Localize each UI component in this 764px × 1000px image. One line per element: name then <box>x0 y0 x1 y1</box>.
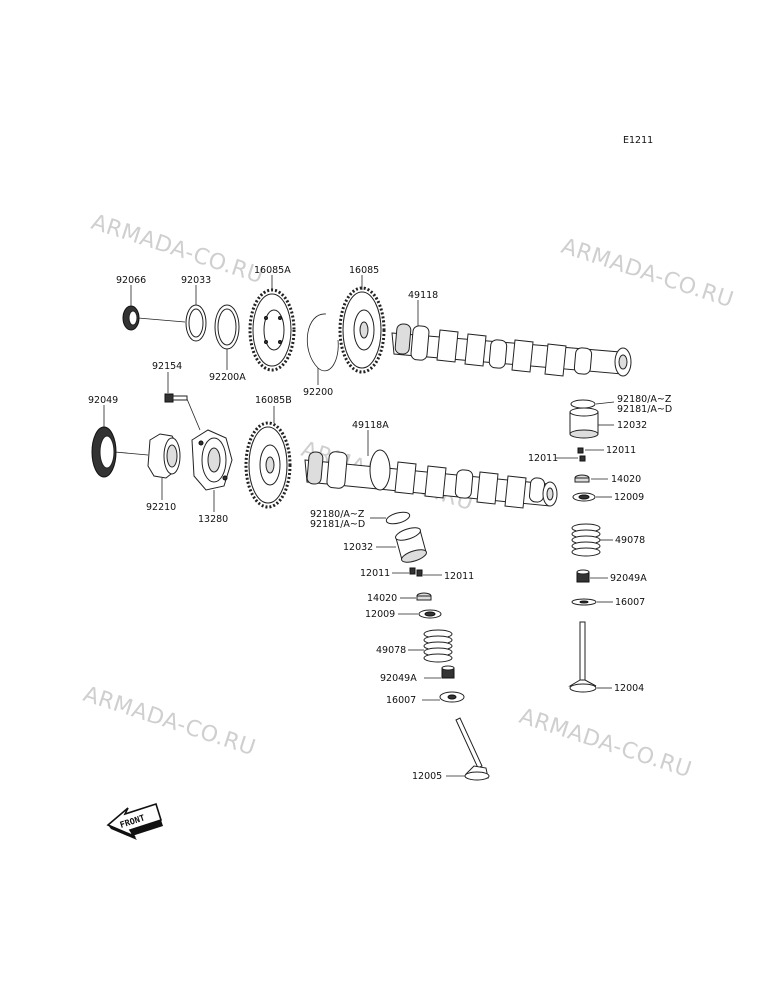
part-92033-ring[interactable] <box>185 304 207 342</box>
label-14020-upper: 14020 <box>611 474 641 485</box>
label-16085: 16085 <box>349 265 379 276</box>
label-12011-lower-right: 12011 <box>444 571 474 582</box>
part-92154-bolt[interactable] <box>164 393 188 403</box>
part-12032-lifter-lower[interactable] <box>394 525 428 565</box>
label-12032-upper: 12032 <box>617 420 647 431</box>
part-92066-seal[interactable] <box>122 305 140 331</box>
label-16007-upper: 16007 <box>615 597 645 608</box>
label-92049A-upper: 92049A <box>610 573 647 584</box>
watermark: ARMADA-CO.RU <box>516 704 695 783</box>
watermark: ARMADA-CO.RU <box>80 682 259 761</box>
label-49118A: 49118A <box>352 420 389 431</box>
label-12011-lower-left: 12011 <box>360 568 390 579</box>
part-92049-seal[interactable] <box>91 426 117 478</box>
part-92049A-seal-lower[interactable] <box>441 665 455 679</box>
part-92180-shim-lower[interactable] <box>385 510 411 526</box>
label-92180-upper: 92180/A~Z <box>617 394 672 405</box>
watermark: ARMADA-CO.RU <box>88 210 267 289</box>
label-92049: 92049 <box>88 395 118 406</box>
label-12004: 12004 <box>614 683 644 694</box>
label-92180-lower: 92180/A~Z <box>310 509 365 520</box>
label-92154: 92154 <box>152 361 182 372</box>
part-16085-gear[interactable] <box>338 286 386 374</box>
part-12011-keeper-upper[interactable] <box>577 447 586 462</box>
part-92200A-shim[interactable] <box>214 304 240 350</box>
part-12011-keeper-lower[interactable] <box>409 567 423 577</box>
label-12009-lower: 12009 <box>365 609 395 620</box>
label-13280: 13280 <box>198 514 228 525</box>
part-14020-retainer-lower[interactable] <box>416 592 432 601</box>
label-12005: 12005 <box>412 771 442 782</box>
part-49078-spring-lower[interactable] <box>423 629 453 663</box>
label-92033: 92033 <box>181 275 211 286</box>
label-16085B: 16085B <box>255 395 292 406</box>
label-49078-upper: 49078 <box>615 535 645 546</box>
part-12009-retainer-upper[interactable] <box>572 492 596 502</box>
part-12004-valve[interactable] <box>568 621 597 693</box>
label-49118: 49118 <box>408 290 438 301</box>
front-arrow-icon: FRONT <box>106 802 163 840</box>
part-92210-nut[interactable] <box>147 433 181 479</box>
part-49078-spring-upper[interactable] <box>571 523 601 557</box>
part-16085A-gear[interactable] <box>248 288 296 372</box>
label-92210: 92210 <box>146 502 176 513</box>
label-49078-lower: 49078 <box>376 645 406 656</box>
part-92200-circlip[interactable] <box>306 313 339 372</box>
label-16007-lower: 16007 <box>386 695 416 706</box>
part-12032-lifter-upper[interactable] <box>569 407 599 439</box>
part-13280-holder[interactable] <box>191 429 233 491</box>
label-12009-upper: 12009 <box>614 492 644 503</box>
part-16085B-gear[interactable] <box>244 421 292 509</box>
label-16085A: 16085A <box>254 265 291 276</box>
label-14020-lower: 14020 <box>367 593 397 604</box>
part-92180-shim-upper[interactable] <box>570 399 596 409</box>
watermark: ARMADA-CO.RU <box>558 234 737 313</box>
part-14020-retainer-upper[interactable] <box>574 474 590 483</box>
part-16007-washer-lower[interactable] <box>439 691 465 703</box>
label-92181-lower: 92181/A~D <box>310 519 365 530</box>
label-92049A-lower: 92049A <box>380 673 417 684</box>
part-92049A-seal-upper[interactable] <box>576 569 590 583</box>
part-12009-retainer-lower[interactable] <box>418 609 442 619</box>
part-49118-camshaft[interactable] <box>391 323 632 377</box>
label-92181-upper: 92181/A~D <box>617 404 672 415</box>
label-12032-lower: 12032 <box>343 542 373 553</box>
figure-code: E1211 <box>623 135 653 146</box>
part-16007-washer-upper[interactable] <box>571 598 597 606</box>
label-92200A: 92200A <box>209 372 246 383</box>
label-92066: 92066 <box>116 275 146 286</box>
part-49118A-camshaft[interactable] <box>304 449 558 509</box>
part-12005-valve[interactable] <box>455 717 490 781</box>
label-12011-upper-right: 12011 <box>606 445 636 456</box>
label-92200: 92200 <box>303 387 333 398</box>
label-12011-upper-left: 12011 <box>528 453 558 464</box>
